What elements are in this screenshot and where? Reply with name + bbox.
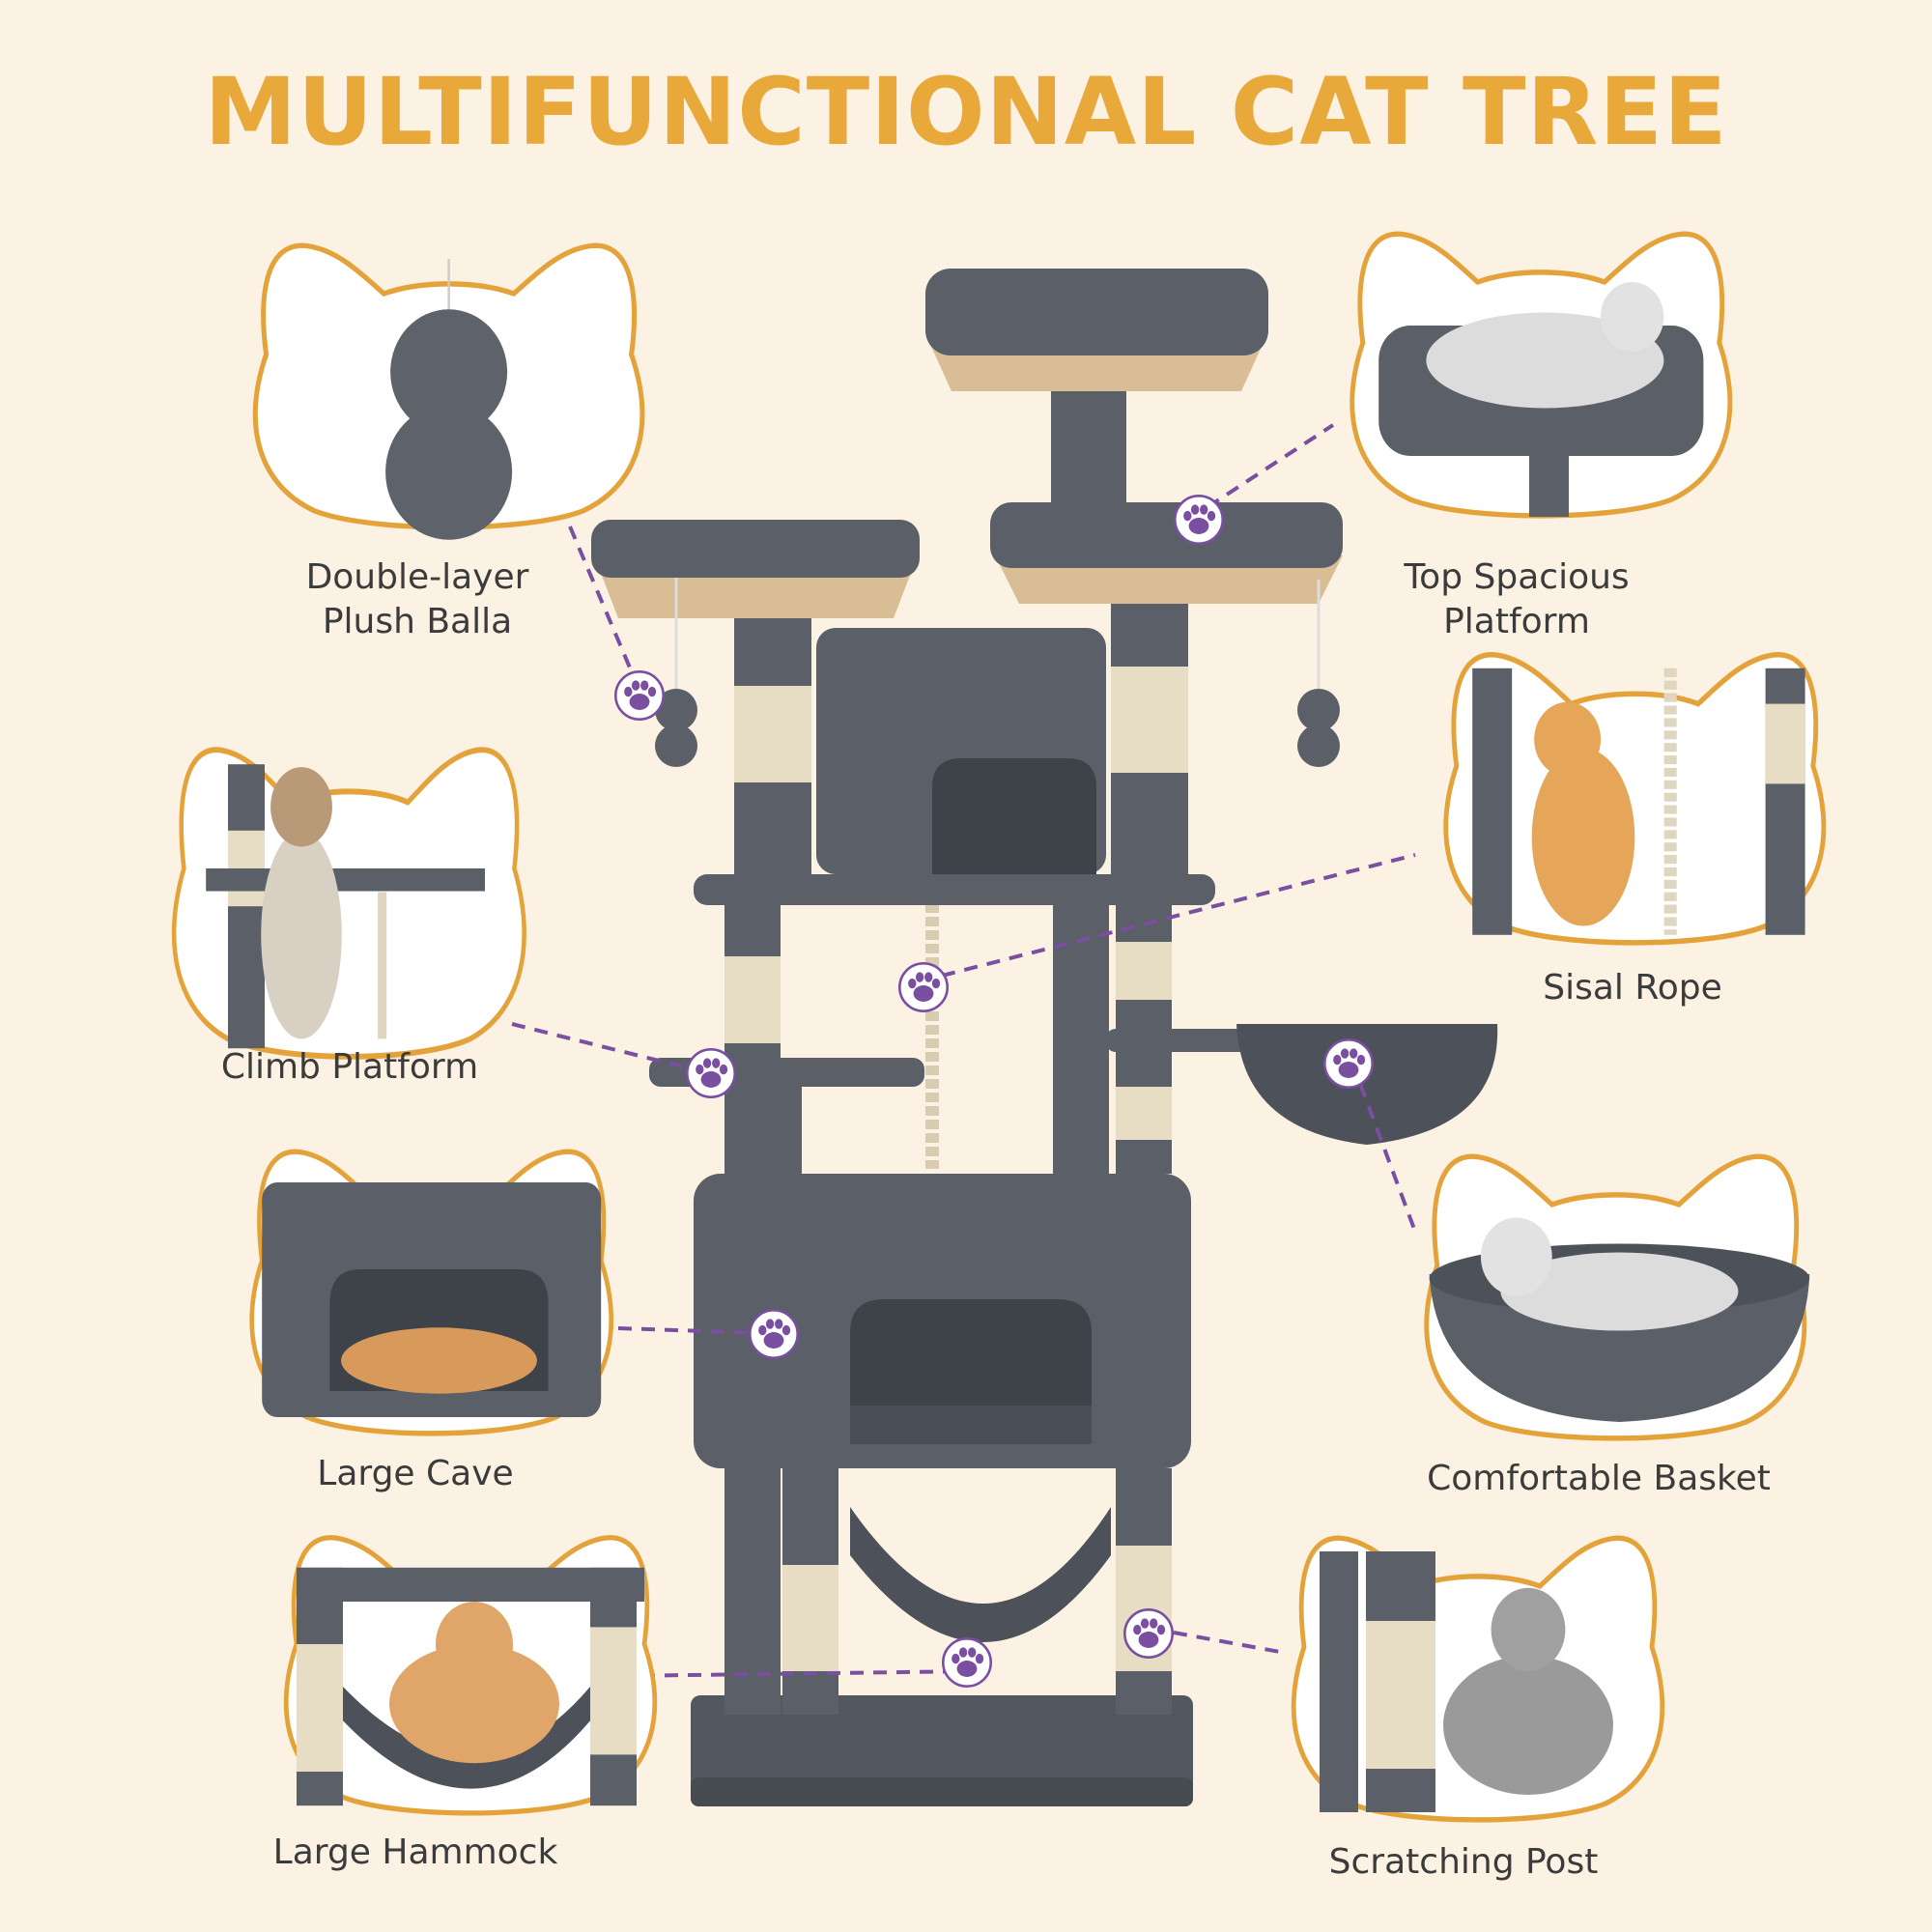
paw-marker-icon[interactable] [614,670,665,721]
feature-label-sisal-rope: Sisal Rope [1543,968,1722,1008]
detail-frame-plush-ball [255,245,642,540]
feature-label-climb-platform: Climb Platform [220,1047,479,1087]
detail-frame-comfortable-basket [1427,1156,1810,1438]
connector-lines [511,423,1417,1678]
paw-marker-icon[interactable] [1123,1608,1174,1659]
feature-label-scratching-post: Scratching Post [1328,1842,1599,1882]
paw-marker-icon[interactable] [686,1048,736,1098]
cat-tree [591,269,1498,1806]
feature-label-top-platform: Top Spacious Platform [1404,557,1630,641]
feature-label-comfortable-basket: Comfortable Basket [1427,1459,1771,1498]
page-title: MULTIFUNCTIONAL CAT TREE [204,58,1728,166]
detail-frame-sisal-rope [1446,655,1824,943]
detail-frame-top-platform [1352,234,1730,517]
paw-marker-icon[interactable] [942,1637,992,1688]
detail-frame-climb-platform [174,750,525,1057]
feature-label-line: Plush Balla [322,602,513,641]
feature-label-large-cave: Large Cave [317,1454,514,1493]
paw-marker-icon[interactable] [1174,495,1224,545]
detail-frame-large-hammock [286,1538,655,1813]
detail-frame-large-cave [252,1151,611,1434]
feature-label-line: Double-layer [305,557,529,597]
paw-marker-icon[interactable] [1323,1038,1374,1089]
paw-marker-icon[interactable] [749,1309,799,1359]
feature-label-large-hammock: Large Hammock [272,1833,558,1872]
detail-frame-scratching-post [1293,1538,1662,1820]
feature-label-plush-ball: Double-layer Plush Balla [253,555,582,644]
paw-marker-icon[interactable] [898,962,949,1012]
